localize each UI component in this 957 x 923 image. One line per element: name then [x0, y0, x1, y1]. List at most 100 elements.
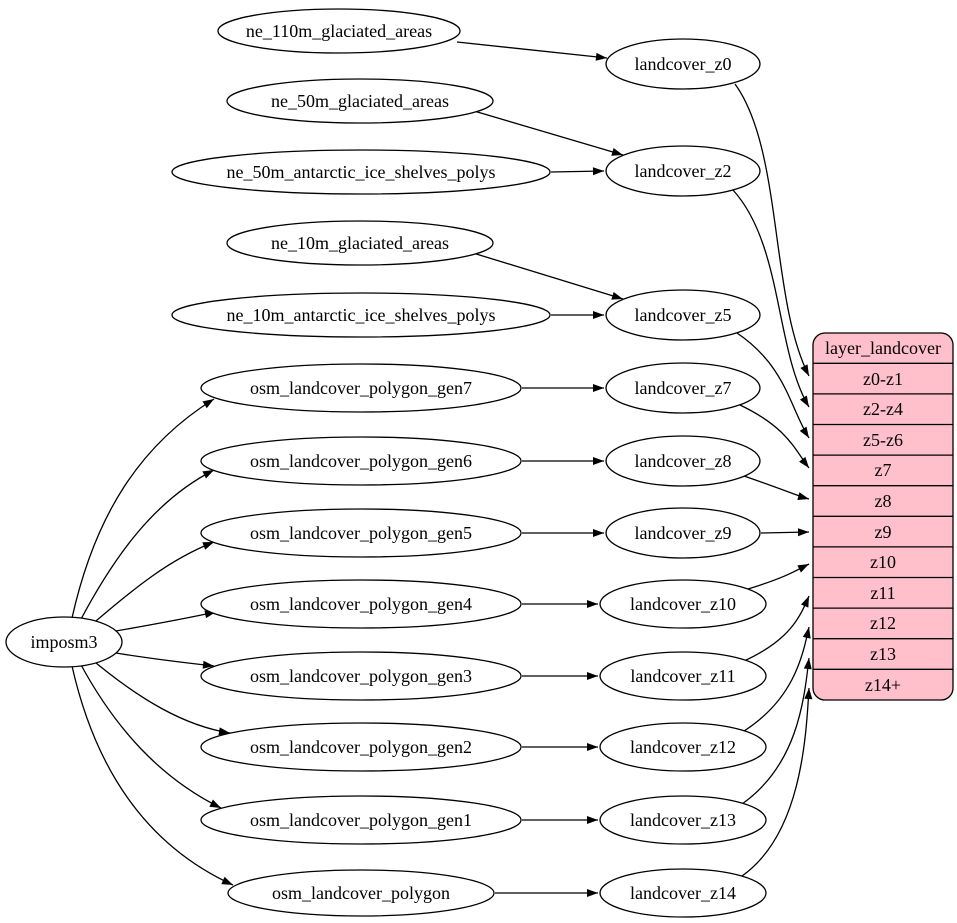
node-landcover-z0: landcover_z0: [605, 38, 761, 90]
edge-imposm3-to-osm-landcover-polygon-gen2: [89, 657, 231, 736]
node-ellipse: [599, 722, 767, 772]
node-label: landcover_z12: [630, 737, 736, 757]
node-ellipse: [200, 508, 522, 558]
node-ellipse: [200, 651, 522, 701]
node-ellipse: [599, 795, 767, 845]
node-ellipse: [171, 149, 551, 195]
edge-ne-10m-glaciated-areas-to-landcover-z5: [472, 252, 624, 300]
node-landcover-z5: landcover_z5: [605, 289, 761, 341]
node-imposm3: imposm3: [5, 616, 123, 668]
node-label: osm_landcover_polygon_gen2: [250, 737, 472, 757]
edge-imposm3-to-osm-landcover-polygon-gen5: [89, 541, 215, 627]
node-label: osm_landcover_polygon_gen3: [250, 666, 472, 686]
node-ellipse: [226, 78, 494, 124]
edge-imposm3-to-osm-landcover-polygon-gen6: [79, 469, 215, 622]
edge-landcover-z13-to-row-z13: [741, 657, 812, 805]
edge-ne-110m-glaciated-areas-to-landcover-z0: [456, 41, 608, 61]
node-label: ne_50m_antarctic_ice_shelves_polys: [227, 162, 496, 182]
node-label: landcover_z13: [630, 810, 736, 830]
node-label: osm_landcover_polygon_gen7: [250, 378, 472, 398]
node-label: osm_landcover_polygon_gen4: [250, 594, 472, 614]
node-ellipse: [605, 507, 761, 559]
node-label: landcover_z7: [635, 378, 732, 398]
edge-landcover-z12-to-row-z12: [743, 626, 811, 732]
table-layer-landcover: layer_landcover z0-z1 z2-z4 z5-z6 z7 z8 …: [812, 332, 954, 701]
node-landcover-z8: landcover_z8: [605, 435, 761, 487]
node-label: landcover_z9: [635, 523, 732, 543]
node-label: landcover_z10: [630, 594, 736, 614]
node-landcover-z14: landcover_z14: [599, 868, 767, 918]
table-row: z14+: [865, 675, 901, 695]
node-label: landcover_z0: [635, 54, 732, 74]
node-ellipse: [5, 616, 123, 668]
edge-landcover-z14-to-row-z14plus: [741, 687, 813, 877]
node-ellipse: [599, 651, 767, 701]
node-ellipse: [605, 362, 761, 414]
node-label: ne_110m_glaciated_areas: [246, 21, 432, 41]
table-row: z0-z1: [863, 369, 903, 389]
node-ne-10m-glaciated-areas: ne_10m_glaciated_areas: [226, 220, 494, 266]
node-ellipse: [599, 579, 767, 629]
node-landcover-z10: landcover_z10: [599, 579, 767, 629]
node-ellipse: [171, 292, 551, 338]
edge-landcover-z9-to-row-z9: [760, 528, 810, 537]
node-landcover-z12: landcover_z12: [599, 722, 767, 772]
node-osm-landcover-polygon-gen7: osm_landcover_polygon_gen7: [200, 363, 522, 413]
node-label: landcover_z8: [635, 451, 732, 471]
node-ne-50m-antarctic-ice-shelves-polys: ne_50m_antarctic_ice_shelves_polys: [171, 149, 551, 195]
node-landcover-z11: landcover_z11: [599, 651, 767, 701]
edge-landcover-z11-to-row-z11: [743, 595, 810, 662]
table-row: z13: [870, 644, 896, 664]
node-ellipse: [200, 579, 522, 629]
edge-landcover-z2-to-row-z2-z4: [732, 189, 810, 408]
edge-layer: [71, 41, 813, 897]
node-ellipse: [605, 38, 761, 90]
edge-imposm3-to-osm-landcover-polygon-gen3: [109, 651, 215, 669]
node-ellipse: [226, 220, 494, 266]
node-label: landcover_z5: [635, 305, 732, 325]
table-title: layer_landcover: [825, 338, 941, 358]
node-osm-landcover-polygon-gen5: osm_landcover_polygon_gen5: [200, 508, 522, 558]
node-label: osm_landcover_polygon_gen5: [250, 523, 472, 543]
node-ne-110m-glaciated-areas: ne_110m_glaciated_areas: [217, 8, 461, 54]
node-ellipse: [217, 8, 461, 54]
node-osm-landcover-polygon-gen3: osm_landcover_polygon_gen3: [200, 651, 522, 701]
table-row: z12: [870, 613, 896, 633]
edge-imposm3-to-osm-landcover-polygon-gen1: [79, 662, 222, 809]
node-osm-landcover-polygon-gen6: osm_landcover_polygon_gen6: [200, 436, 522, 486]
edge-ne-50m-glaciated-areas-to-landcover-z2: [473, 110, 624, 156]
node-label: osm_landcover_polygon_gen6: [250, 451, 472, 471]
node-label: ne_50m_glaciated_areas: [271, 91, 449, 111]
node-label: osm_landcover_polygon: [272, 883, 450, 903]
node-landcover-z2: landcover_z2: [605, 145, 761, 197]
edge-landcover-z7-to-row-z7: [739, 404, 810, 469]
node-ellipse: [227, 869, 495, 917]
node-ellipse: [200, 722, 522, 772]
node-label: osm_landcover_polygon_gen1: [250, 810, 472, 830]
node-label: landcover_z14: [630, 883, 736, 903]
node-ne-50m-glaciated-areas: ne_50m_glaciated_areas: [226, 78, 494, 124]
node-ellipse: [605, 289, 761, 341]
edge-landcover-z8-to-row-z8: [743, 475, 810, 500]
node-ellipse: [605, 145, 761, 197]
node-landcover-z7: landcover_z7: [605, 362, 761, 414]
node-label: landcover_z2: [635, 161, 732, 181]
node-ellipse: [200, 363, 522, 413]
node-osm-landcover-polygon: osm_landcover_polygon: [227, 869, 495, 917]
edge-ne-50m-antarctic-ice-shelves-polys-to-landcover-z2: [550, 167, 605, 176]
node-osm-landcover-polygon-gen2: osm_landcover_polygon_gen2: [200, 722, 522, 772]
edge-imposm3-to-osm-landcover-polygon: [71, 665, 234, 886]
node-osm-landcover-polygon-gen4: osm_landcover_polygon_gen4: [200, 579, 522, 629]
edge-imposm3-to-osm-landcover-polygon-gen4: [109, 610, 217, 633]
edge-landcover-z5-to-row-z5-z6: [736, 332, 810, 439]
node-label: ne_10m_antarctic_ice_shelves_polys: [227, 305, 496, 325]
node-label: ne_10m_glaciated_areas: [271, 233, 449, 253]
table-row: z2-z4: [863, 399, 903, 419]
edge-landcover-z0-to-row-z0-z1: [734, 83, 810, 377]
node-ellipse: [599, 868, 767, 918]
node-ellipse: [200, 436, 522, 486]
node-landcover-z13: landcover_z13: [599, 795, 767, 845]
table-row: z7: [875, 460, 892, 480]
